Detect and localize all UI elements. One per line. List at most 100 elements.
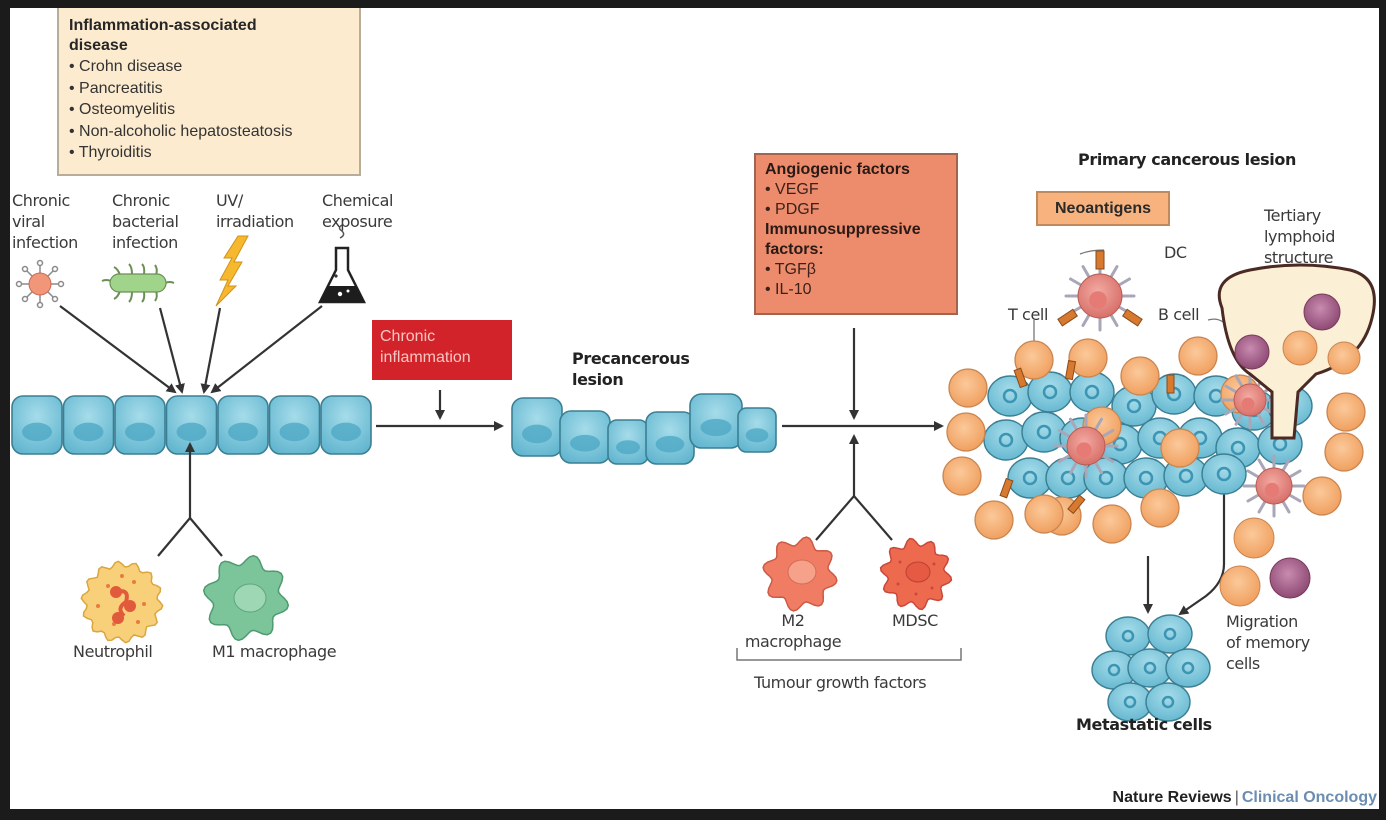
dendritic-cell [1053,413,1119,479]
disease-box-title-2: disease [69,37,128,54]
immunosuppressive-heading: Immunosuppressive [765,221,921,238]
label-line: viral [12,212,45,231]
label-line: lymphoid [1264,227,1335,246]
flask-icon [317,224,367,304]
tumour-cell [983,419,1029,461]
t-cell [974,500,1014,540]
bacterium-icon [101,263,175,303]
m2-macrophage-cell [762,536,838,612]
m1-macrophage-label: M1 macrophage [212,642,337,661]
trigger-label-viral: Chronic viral infection [12,190,78,253]
label-line: irradiation [216,212,294,231]
label-line: exposure [322,212,393,231]
t-cell [1014,340,1054,380]
t-cell [946,412,986,452]
label-line: Chemical [322,191,394,210]
epithelial-cell [559,410,611,464]
t-cell [1326,392,1366,432]
t-cell [1178,336,1218,376]
dc-label: DC [1164,243,1187,262]
m2-macrophage-label: M2 macrophage [738,610,848,652]
label-line: Chronic [12,191,70,210]
metastatic-cell [1145,682,1191,722]
epithelial-cell [511,397,563,457]
label-line: of memory [1226,633,1310,652]
label-line: inflammation [380,349,471,366]
tls-label: Tertiary lymphoid structure [1264,205,1335,268]
tcr-receptor [999,477,1014,499]
label-line: Precancerous [572,349,690,368]
label-line: UV/ [216,191,243,210]
disease-item: • Crohn disease [69,58,183,75]
tumour-cell [1201,453,1247,495]
dendritic-cell [1057,250,1143,332]
t-cell [1160,428,1200,468]
label-line: lesion [572,370,624,389]
t-cell [1302,476,1342,516]
tumour-cell [1083,457,1129,499]
metastatic-cell [1147,614,1193,654]
label-line: cells [1226,654,1260,673]
credit-separator: | [1234,789,1239,806]
primary-lesion-title: Primary cancerous lesion [1078,150,1296,169]
factor-item: • TGFβ [765,261,816,278]
epithelial-cell [11,395,63,455]
credit-section: Clinical Oncology [1241,789,1377,806]
tcr-receptor [1166,374,1175,394]
trigger-label-chemical: Chemical exposure [322,190,393,232]
epithelial-cell [689,393,743,449]
mdsc-label: MDSC [892,611,938,630]
epithelial-cell [607,419,649,465]
disease-item: • Thyroiditis [69,144,152,161]
t-cell [1092,504,1132,544]
chronic-inflammation-box: Chronic inflammation [372,320,512,380]
epithelial-cell [737,407,777,453]
epithelial-cell [114,395,166,455]
t-cell [1068,338,1108,378]
disease-item: • Osteomyelitis [69,101,176,118]
disease-item: • Pancreatitis [69,79,163,97]
t-cell [1140,488,1180,528]
t-cell [942,456,982,496]
label-line: infection [12,233,78,252]
neutrophil-cell [80,560,164,644]
neutrophil-label: Neutrophil [73,642,153,661]
t-cell [1324,432,1364,472]
label-line: M2 [781,611,805,630]
t-cell-label: T cell [1008,305,1048,324]
factor-item: • PDGF [765,201,820,218]
factor-item: • IL-10 [765,281,812,298]
figure-credit: Nature Reviews|Clinical Oncology [1113,788,1377,808]
credit-journal: Nature Reviews [1112,789,1232,806]
disease-box-title: Inflammation-associated [69,17,257,34]
memory-cells [1219,517,1311,607]
angiogenic-heading: Angiogenic factors [765,161,910,178]
label-line: bacterial [112,212,179,231]
label-line: Chronic [380,328,436,345]
virus-icon [15,259,65,309]
memory-migration-label: Migration of memory cells [1226,611,1310,674]
t-cell [1120,356,1160,396]
epithelial-cell [62,395,115,455]
tcr-receptor [1067,494,1086,515]
tcr-receptor [1013,367,1028,389]
epithelial-cell [217,395,269,455]
b-cell-label: B cell [1158,305,1200,324]
dendritic-cell [1057,250,1143,332]
epithelial-cell [165,395,218,455]
figure-panel: Inflammation-associated disease • Crohn … [10,8,1379,809]
mdsc-cell [879,537,953,611]
label-line: Migration [1226,612,1298,631]
label-line: Chronic [112,191,170,210]
tcr-receptor [1064,360,1077,381]
lightning-icon [215,235,249,307]
tumour-cell [1007,457,1053,499]
tertiary-lymphoid-structure [1217,263,1376,440]
factor-item: • VEGF [765,181,819,198]
epithelial-cell [320,395,372,455]
t-cell [1024,494,1064,534]
epithelial-cell [268,395,321,455]
m1-macrophage-cell [202,554,290,642]
trigger-label-bacterial: Chronic bacterial infection [112,190,179,253]
metastatic-cells-label: Metastatic cells [1076,715,1212,734]
